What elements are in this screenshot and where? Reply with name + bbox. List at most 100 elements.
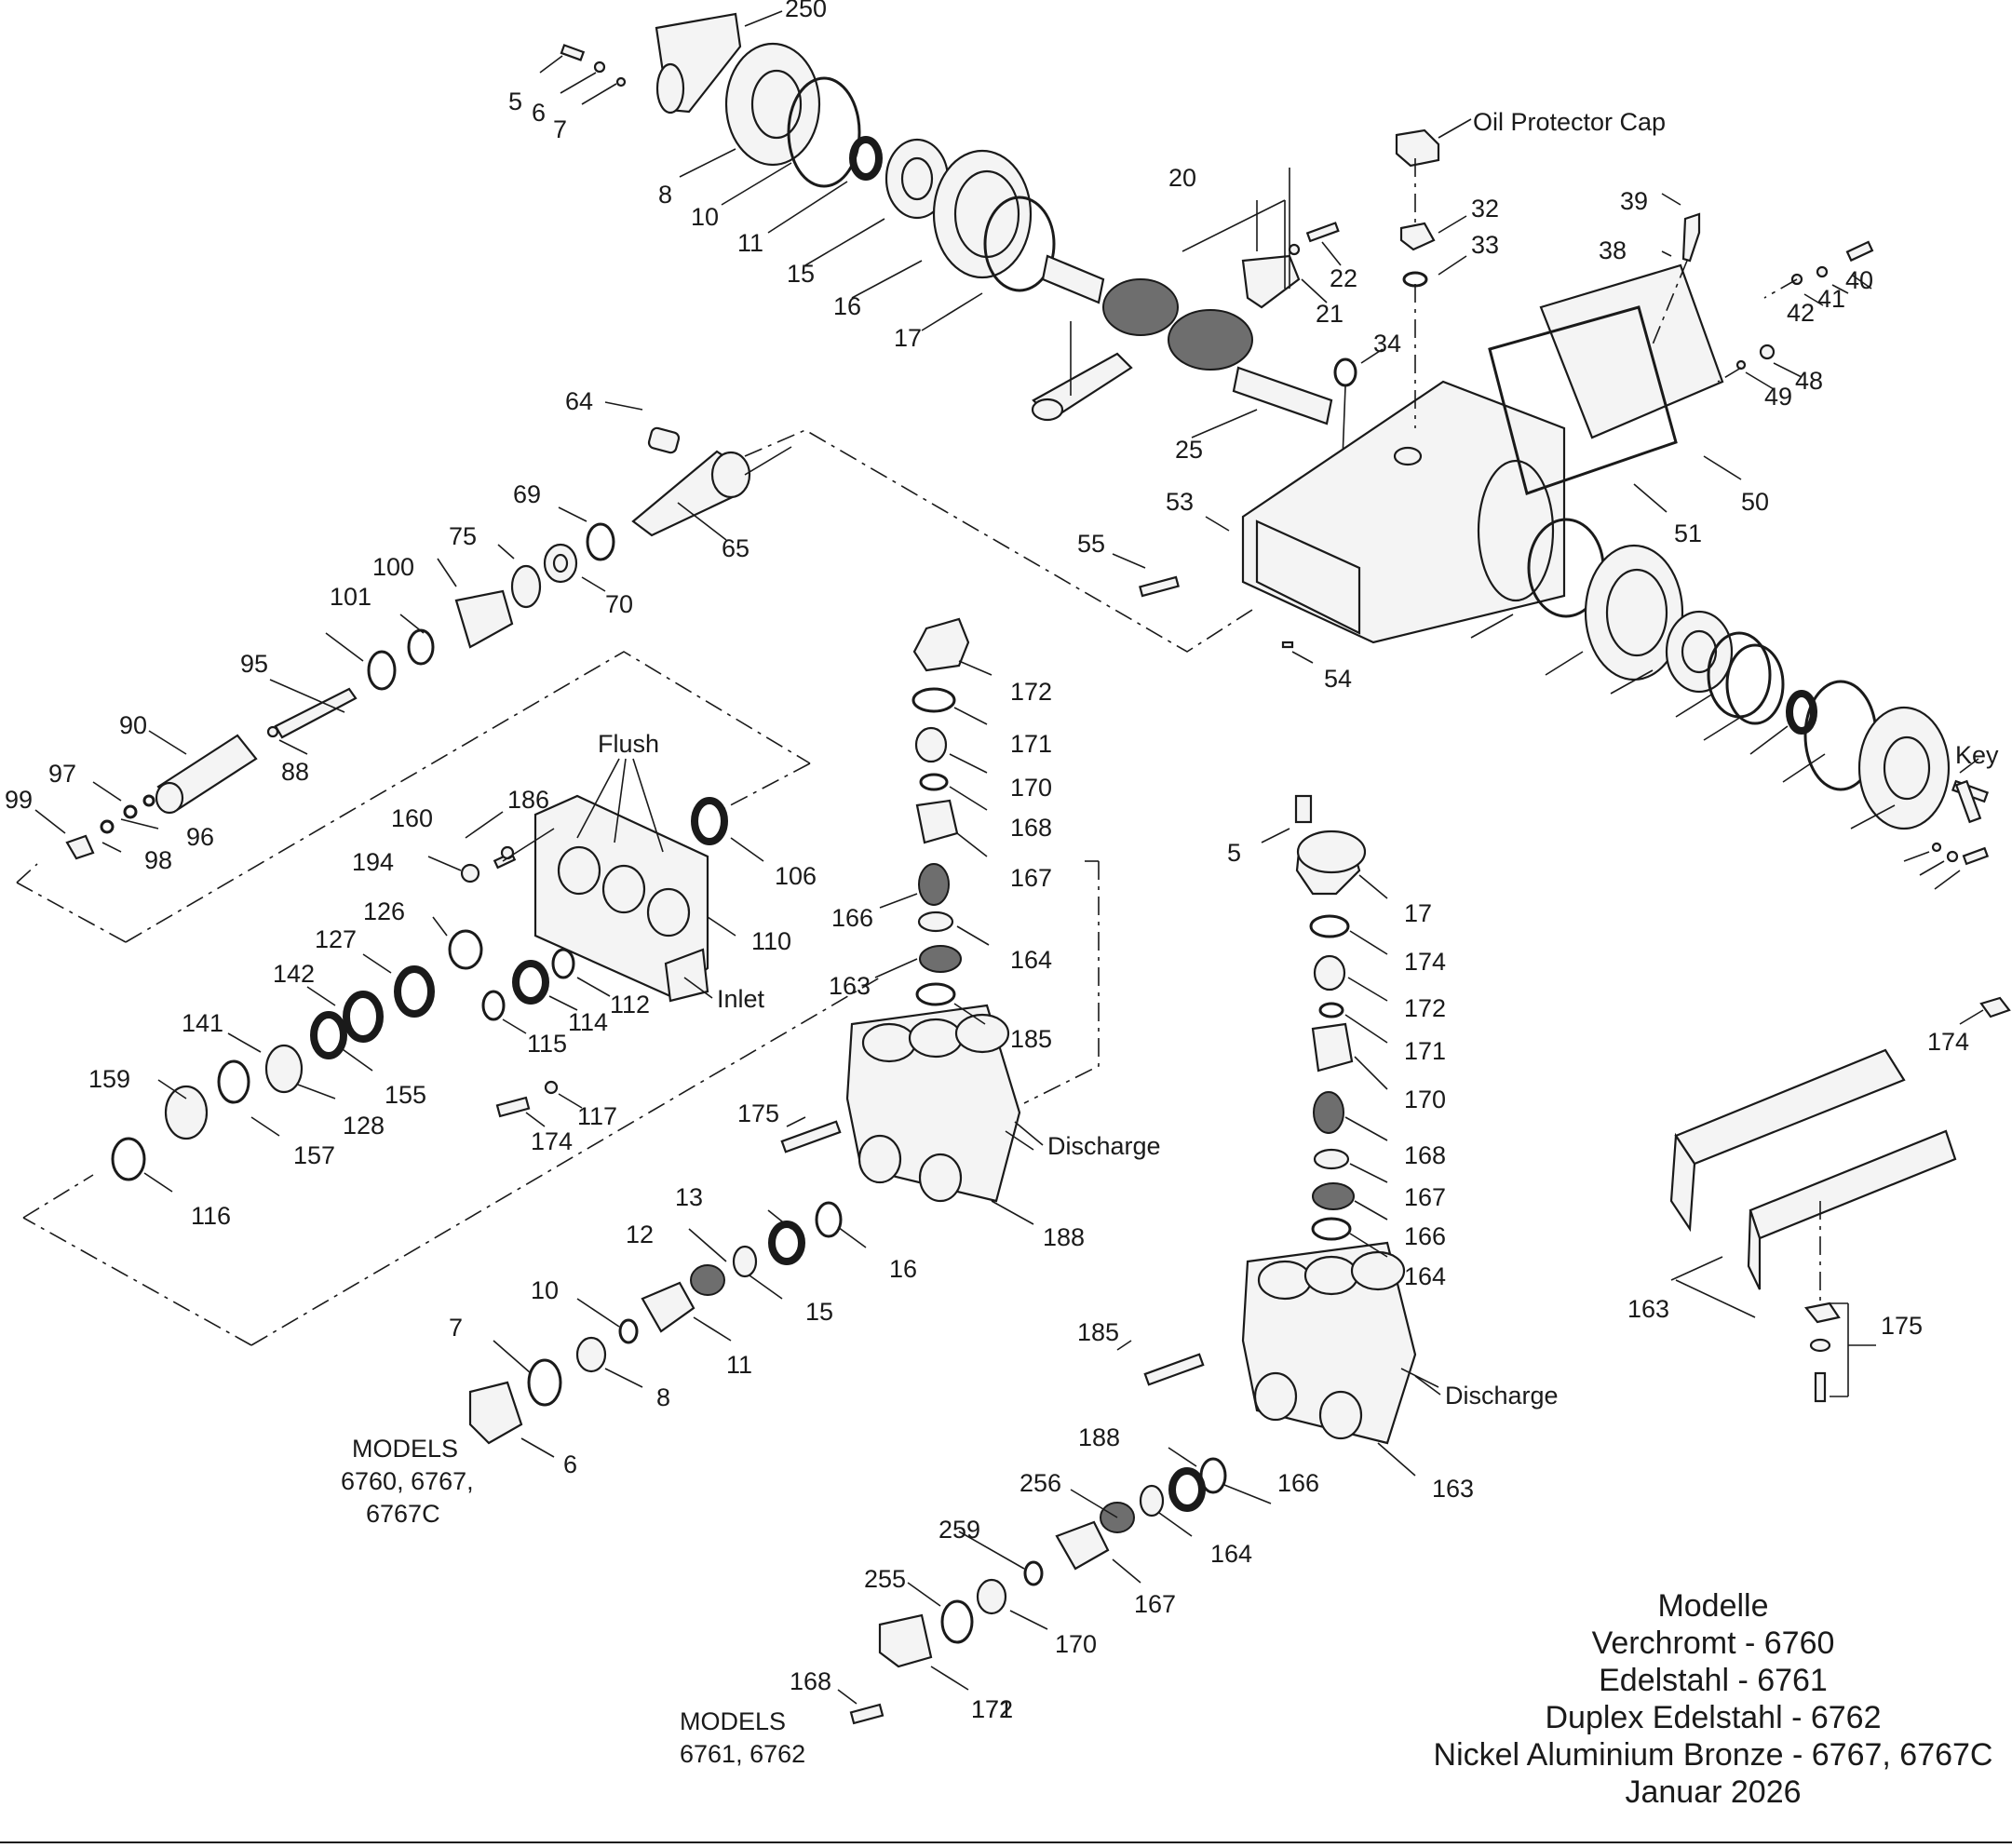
part-number: 171 (1404, 1037, 1446, 1065)
part-number: 42 (1787, 299, 1815, 327)
discharge-label-right: Discharge (1445, 1382, 1559, 1410)
part-number: 10 (691, 203, 719, 231)
part-number-labels: 250 5 6 7 8 10 11 15 16 17 20 22 21 25 3… (5, 0, 1969, 1723)
part-number: 174 (531, 1127, 573, 1155)
part-number: 172 (1404, 994, 1446, 1022)
part-number: 15 (787, 260, 815, 288)
part-number: 164 (1210, 1540, 1252, 1568)
models-note-left-1: MODELS (352, 1435, 458, 1463)
part-number: 175 (1881, 1312, 1923, 1340)
part-number: 115 (527, 1030, 567, 1058)
plunger-group (65, 426, 751, 860)
part-number: 142 (273, 960, 315, 988)
part-number: 106 (775, 862, 817, 890)
part-number: 15 (805, 1298, 833, 1326)
part-number: 128 (343, 1112, 385, 1140)
part-number: 50 (1741, 488, 1769, 516)
part-number: 250 (785, 0, 827, 22)
part-number: 90 (119, 711, 147, 739)
part-number: 49 (1764, 383, 1792, 411)
part-number: 48 (1795, 367, 1823, 395)
part-number: 7 (449, 1314, 463, 1342)
title-line-2: Edelstahl - 6761 (1599, 1663, 1828, 1698)
part-number: 186 (507, 786, 549, 814)
part-number: 20 (1168, 164, 1196, 192)
assembly-dash-lines (16, 158, 1821, 1346)
title-line-5: Januar 2026 (1625, 1774, 1802, 1810)
part-number: 88 (281, 758, 309, 786)
part-number: 110 (751, 927, 791, 955)
part-number: 171 (1010, 730, 1052, 758)
part-number: 188 (1078, 1423, 1120, 1451)
part-number: 5 (1227, 839, 1241, 867)
part-number: 65 (722, 534, 749, 562)
part-number: 168 (1010, 814, 1052, 842)
part-number: 194 (352, 848, 394, 876)
part-number: 185 (1077, 1318, 1119, 1346)
part-number: 170 (1055, 1630, 1097, 1658)
part-number: 127 (315, 925, 357, 953)
models-note-left-2: 6760, 6767, (341, 1467, 474, 1495)
part-number: 95 (240, 650, 268, 678)
right-discharge-group (849, 794, 1417, 1725)
part-number: 167 (1404, 1183, 1446, 1211)
part-number: 167 (1134, 1590, 1176, 1618)
part-number: 22 (1330, 264, 1357, 292)
part-number: 38 (1599, 236, 1627, 264)
part-number: 21 (1316, 300, 1344, 328)
part-number: 10 (531, 1276, 559, 1304)
part-number: 112 (610, 991, 650, 1018)
models-note-right-2: 6761, 6762 (680, 1740, 805, 1768)
part-number: 164 (1010, 946, 1052, 974)
key-label: Key (1955, 741, 1999, 769)
part-number: 259 (938, 1516, 980, 1544)
part-number: 114 (568, 1008, 608, 1036)
part-number: 172 (1010, 678, 1052, 706)
part-number: 41 (1817, 285, 1845, 313)
part-number: 7 (553, 115, 567, 143)
inlet-manifold-group (111, 794, 728, 1181)
title-line-3: Duplex Edelstahl - 6762 (1545, 1700, 1882, 1735)
part-number: 8 (656, 1383, 670, 1411)
oil-protector-cap-text: Oil Protector Cap (1473, 108, 1666, 136)
part-number: 172 (971, 1695, 1013, 1723)
part-number: 141 (182, 1009, 223, 1037)
crankshaft-bearing-group (560, 12, 1340, 425)
part-number: 170 (1010, 774, 1052, 802)
part-number: 16 (833, 292, 861, 320)
part-number: 17 (894, 324, 922, 352)
part-number: 168 (1404, 1141, 1446, 1169)
part-number: 6 (532, 99, 546, 127)
part-number: 174 (1927, 1028, 1969, 1056)
part-number: 170 (1404, 1086, 1446, 1113)
part-number: 188 (1043, 1223, 1085, 1251)
part-number: 166 (1404, 1222, 1446, 1250)
part-number: 101 (330, 583, 371, 611)
part-number: 34 (1373, 330, 1401, 357)
title-line-4: Nickel Aluminium Bronze - 6767, 6767C (1433, 1737, 1993, 1773)
mounting-rail-group (1669, 996, 2011, 1403)
part-number: 51 (1674, 519, 1702, 547)
part-number: 99 (5, 786, 33, 814)
part-number: 157 (293, 1141, 335, 1169)
part-number: 160 (391, 804, 433, 832)
part-number: 32 (1471, 195, 1499, 223)
title-heading: Modelle (1657, 1588, 1769, 1624)
part-number: 64 (565, 387, 593, 415)
models-note-right-1: MODELS (680, 1707, 786, 1735)
part-number: 166 (831, 904, 873, 932)
part-number: 164 (1404, 1262, 1446, 1290)
part-number: 159 (88, 1065, 130, 1093)
part-number: 117 (577, 1102, 617, 1130)
inlet-label: Inlet (717, 985, 765, 1013)
right-bearing-group (1527, 518, 1990, 866)
part-number: 11 (737, 229, 763, 257)
part-number: 175 (737, 1099, 779, 1127)
part-number: 185 (1010, 1025, 1052, 1053)
part-number: 39 (1620, 187, 1648, 215)
leader-lines (34, 10, 1984, 1705)
part-number: 16 (889, 1255, 917, 1283)
flush-label: Flush (598, 730, 659, 758)
part-number: 163 (829, 972, 871, 1000)
part-number: 17 (1404, 899, 1432, 927)
